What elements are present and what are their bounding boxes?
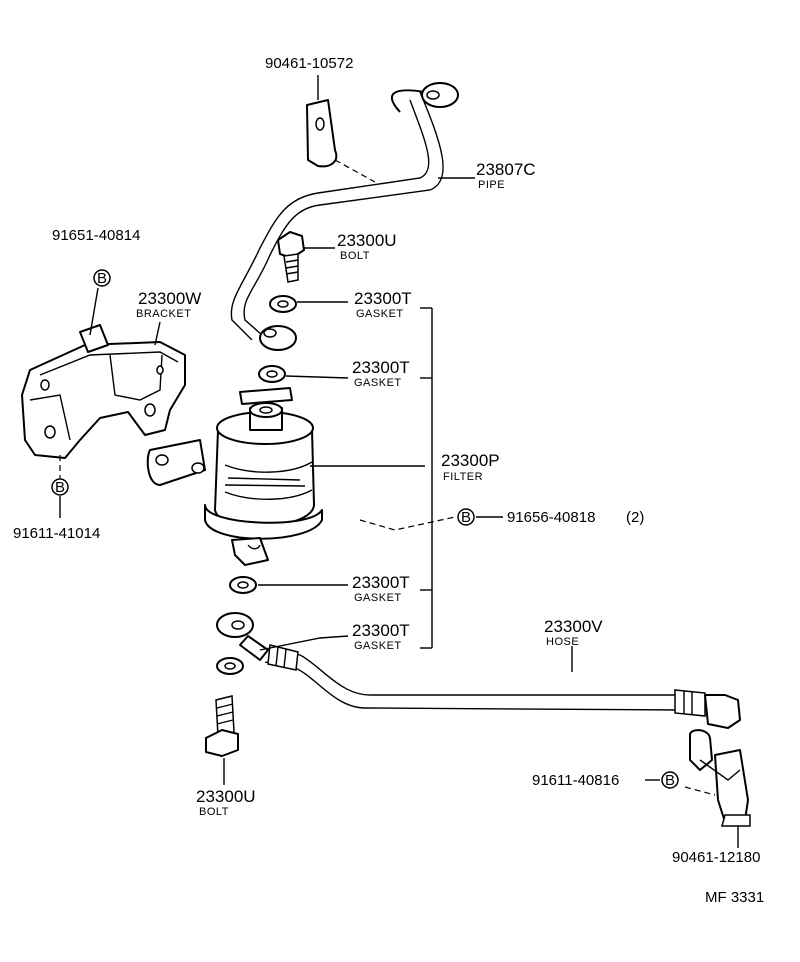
b-symbol-top: B xyxy=(93,269,111,287)
label-90461-12180: 90461-12180 xyxy=(672,849,760,866)
gasket-2-part[interactable] xyxy=(258,365,286,383)
label-gasket-1-name: GASKET xyxy=(356,308,404,320)
pipe-clip-part[interactable] xyxy=(306,99,338,168)
leader-gasket-4 xyxy=(259,635,349,651)
label-hose-name: HOSE xyxy=(546,636,579,648)
label-91656-40818-qty: (2) xyxy=(626,509,644,526)
label-bolt-upper-name: BOLT xyxy=(340,250,370,262)
label-filter-name: FILTER xyxy=(443,471,483,483)
label-pipe-name: PIPE xyxy=(478,179,505,191)
label-bolt-lower-name: BOLT xyxy=(199,806,229,818)
label-gasket-4-name: GASKET xyxy=(354,640,402,652)
gasket-4-part[interactable] xyxy=(216,657,244,675)
label-bracket-number: 23300W xyxy=(138,289,201,308)
hose-part[interactable] xyxy=(216,612,741,729)
label-91611-40816: 91611-40816 xyxy=(532,772,619,789)
label-gasket-3-number: 23300T xyxy=(352,573,410,592)
gasket-3-part[interactable] xyxy=(229,576,257,594)
leader-gasket-2 xyxy=(285,375,349,379)
hose-clip-part[interactable] xyxy=(689,729,751,827)
label-bolt-lower-number: 23300U xyxy=(196,787,256,806)
label-gasket-1-number: 23300T xyxy=(354,289,412,308)
label-pipe-number: 23807C xyxy=(476,160,536,179)
label-91656-40818: 91656-40818 xyxy=(507,509,595,526)
label-filter-number: 23300P xyxy=(441,451,500,470)
lower-bolt-part[interactable] xyxy=(205,695,239,757)
svg-text:B: B xyxy=(665,772,675,789)
bracket-part[interactable] xyxy=(21,324,186,459)
label-gasket-4-number: 23300T xyxy=(352,621,410,640)
b-symbol-filter: B xyxy=(457,508,475,526)
clip-leader xyxy=(334,159,376,183)
upper-bolt-part[interactable] xyxy=(277,231,305,283)
b-symbol-clip: B xyxy=(661,771,679,789)
svg-text:B: B xyxy=(55,479,65,496)
label-hose-number: 23300V xyxy=(544,617,603,636)
label-91611-41014: 91611-41014 xyxy=(13,525,100,542)
svg-text:B: B xyxy=(461,509,471,526)
label-gasket-2-name: GASKET xyxy=(354,377,402,389)
label-gasket-3-name: GASKET xyxy=(354,592,402,604)
leader-b-clip-dash xyxy=(684,786,716,796)
figure-code: MF 3331 xyxy=(705,889,764,906)
b-symbol-bottom: B xyxy=(51,478,69,496)
leader-b-top xyxy=(89,287,99,336)
gasket-group-bracket xyxy=(420,307,433,649)
fuel-filter-part[interactable] xyxy=(146,387,323,566)
leader-bracket xyxy=(154,321,161,346)
gasket-1-part[interactable] xyxy=(269,295,297,313)
label-bracket-name: BRACKET xyxy=(136,308,191,320)
leader-b-filter-dash xyxy=(359,516,456,531)
svg-text:B: B xyxy=(97,270,107,287)
label-gasket-2-number: 23300T xyxy=(352,358,410,377)
label-91651-40814: 91651-40814 xyxy=(52,227,140,244)
label-90461-10572: 90461-10572 xyxy=(265,55,353,72)
label-bolt-upper-number: 23300U xyxy=(337,231,397,250)
pipe-part[interactable] xyxy=(230,82,459,351)
